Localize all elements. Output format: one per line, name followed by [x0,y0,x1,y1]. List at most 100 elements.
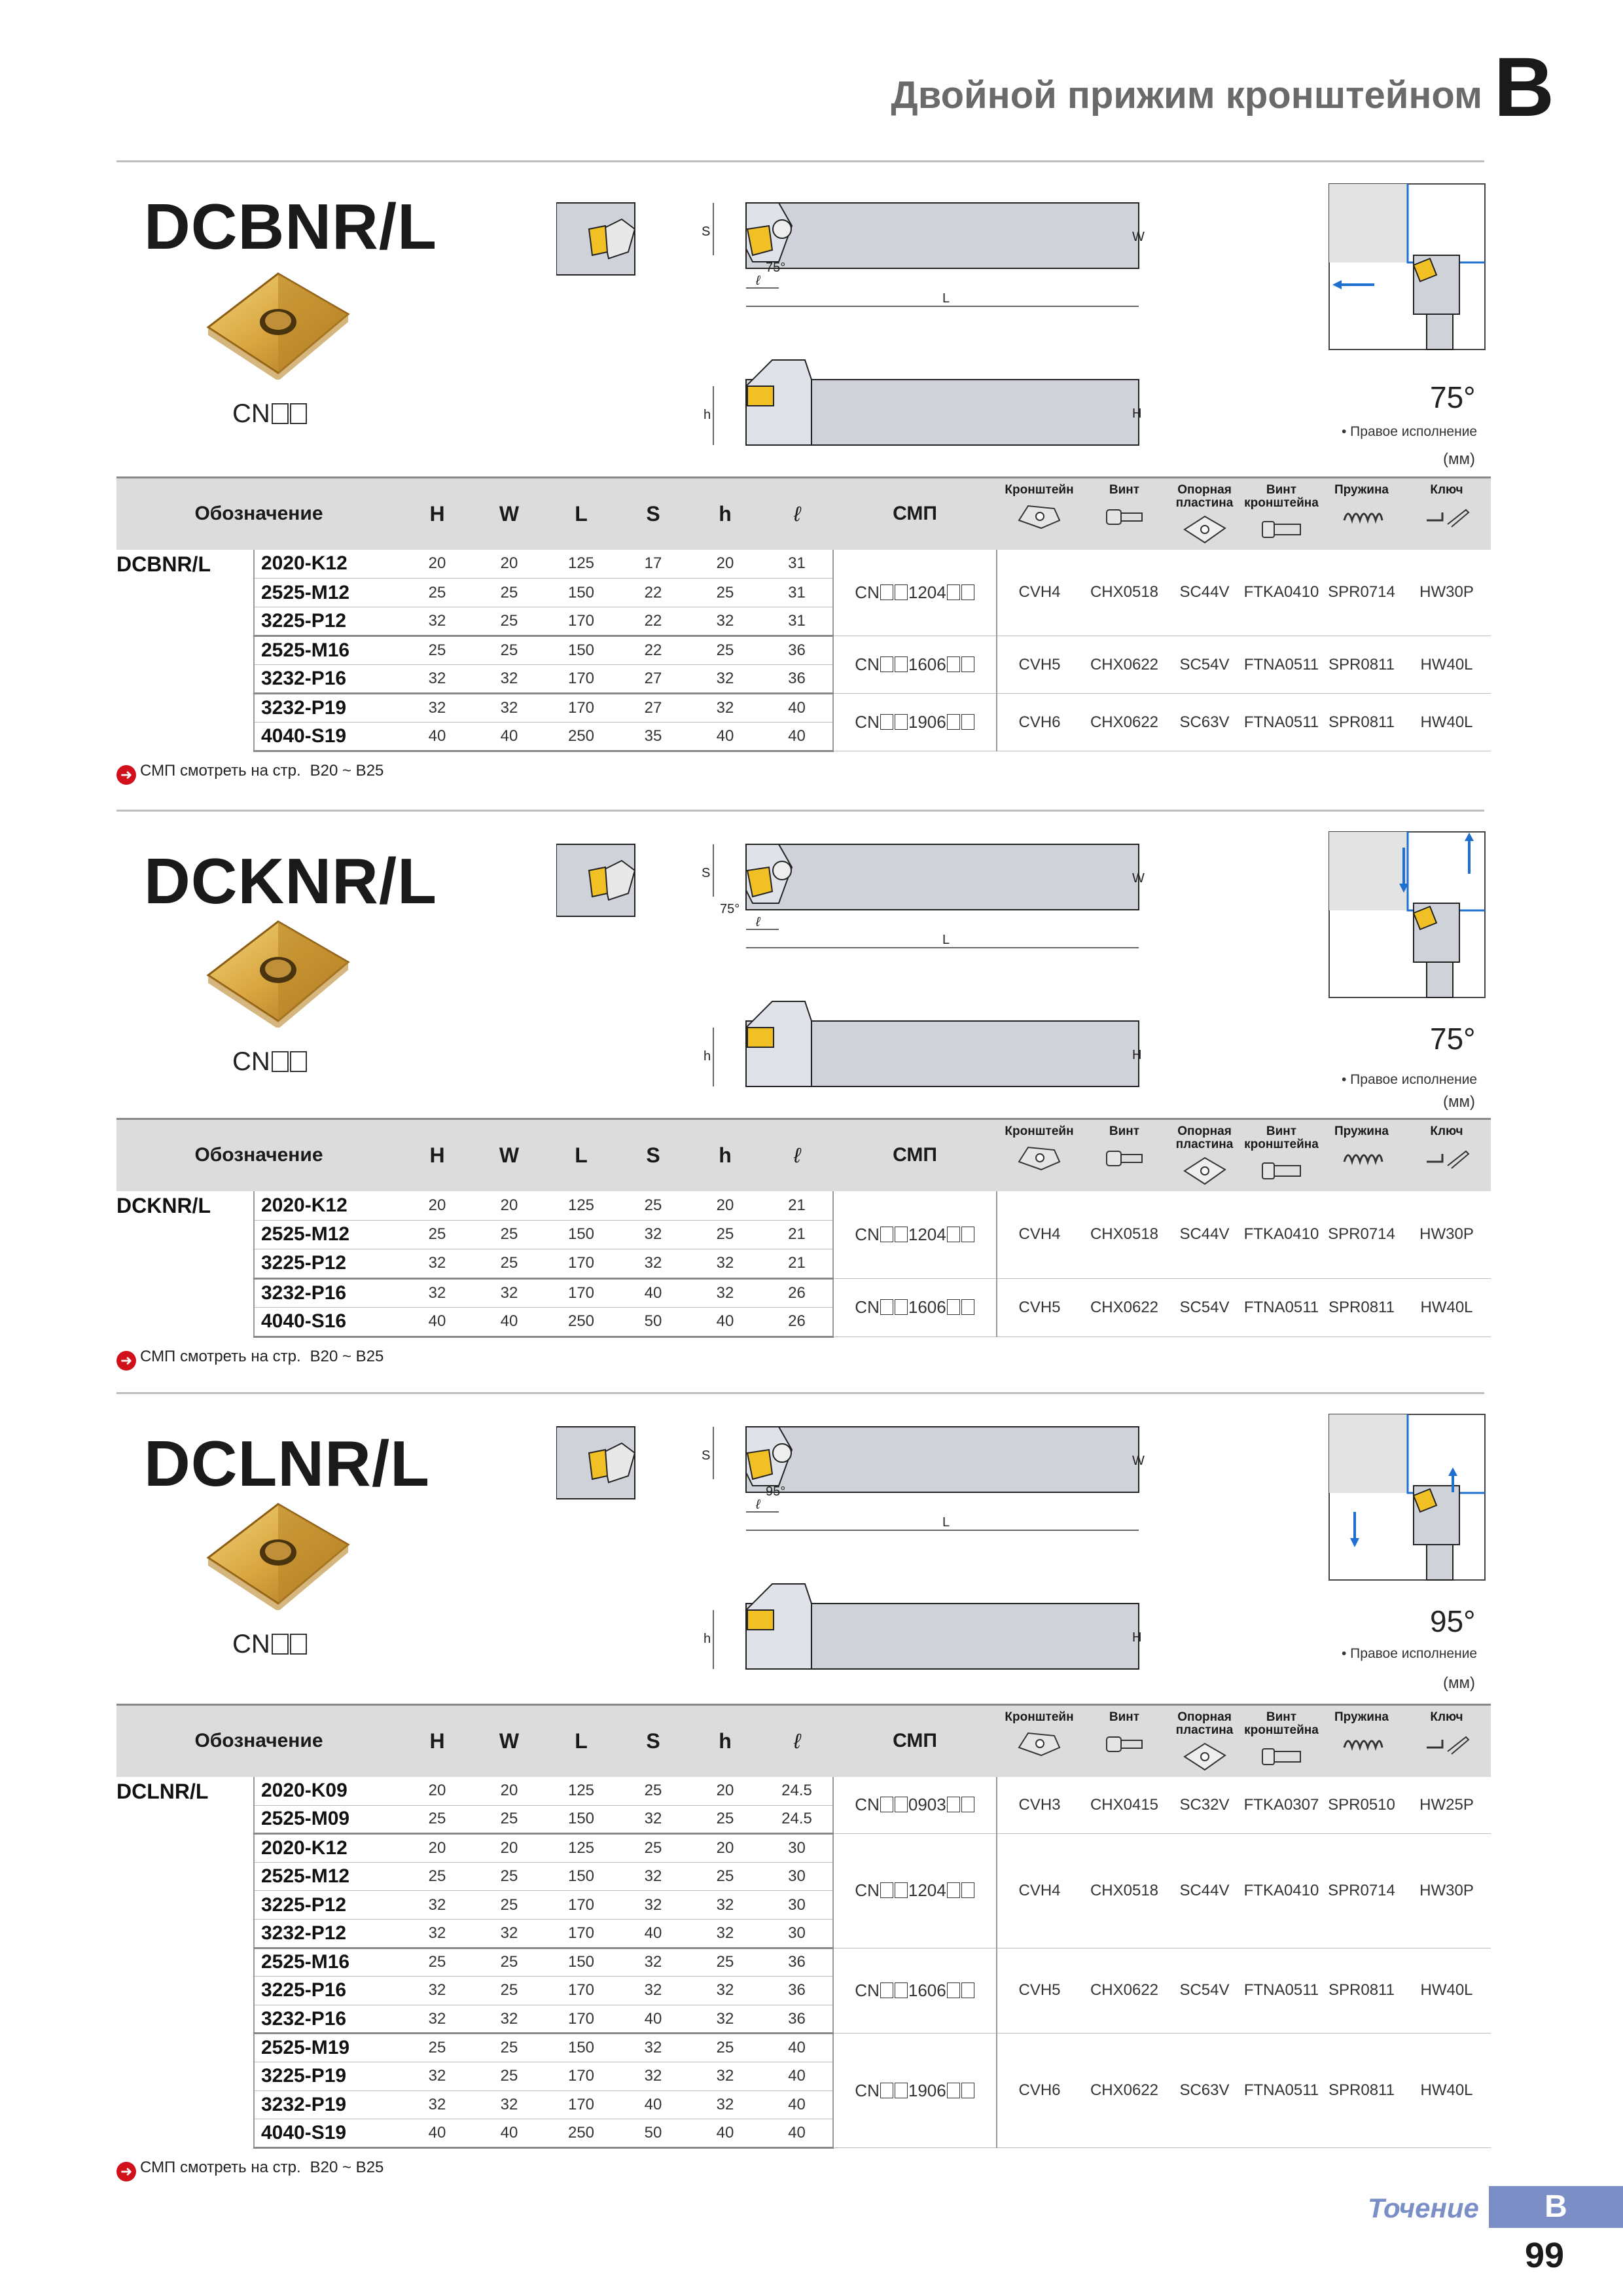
blank-box [946,1797,960,1813]
svg-text:L: L [942,933,950,947]
model-code: 3225-P19 [253,2062,401,2091]
dim-value: 40 [617,1278,689,1308]
model-code: 3232-P16 [253,664,401,694]
dim-value: 40 [617,1919,689,1949]
page-header-title: Двойной прижим кронштейном [891,74,1482,117]
part-icon [1168,1741,1241,1772]
col-S: S [617,1118,689,1191]
dim-value: 32 [473,693,545,723]
dim-value: 20 [689,1776,761,1806]
col-insert: СМП [833,1704,997,1777]
dim-value: 36 [761,664,833,694]
dim-value: 21 [761,1191,833,1221]
dim-value: 22 [617,636,689,665]
part-code: CHX0622 [1082,1278,1167,1337]
blank-box [946,1882,960,1899]
part-icon [1082,501,1166,532]
dim-value: 32 [473,664,545,694]
arrow-right-icon: ➜ [116,2161,136,2181]
dim-value: 30 [761,1833,833,1863]
part-label: Кронштейн [1005,1124,1074,1138]
part-icon [1403,1142,1490,1174]
part-icon [1243,514,1320,545]
part-code: HW40L [1402,1948,1491,2034]
col-L: L [545,1704,617,1777]
units-label: (мм) [1443,1674,1475,1692]
blank-box [961,656,974,672]
part-code: HW40L [1402,636,1491,694]
dim-value: 20 [689,1191,761,1221]
blank-box [961,1882,974,1899]
dim-value: 25 [689,1220,761,1249]
blank-box [961,1797,974,1813]
part-code: SC44V [1167,1833,1242,1948]
dim-value: 40 [761,722,833,752]
part-icon [1168,514,1241,545]
part-code: CVH4 [996,549,1082,636]
family-name: DCLNR/L [116,1779,209,1803]
svg-text:95°: 95° [766,1484,785,1499]
dim-value: 25 [689,636,761,665]
part-code: SPR0811 [1321,1948,1402,2034]
col-part: Винт [1082,476,1167,550]
dim-value: 25 [689,1805,761,1835]
operation-diagram [1329,1414,1486,1584]
col-part: Ключ [1402,1704,1491,1777]
part-code: SC63V [1167,2033,1242,2148]
dim-value: 170 [545,1976,617,2005]
part-code: CHX0518 [1082,1191,1167,1279]
dim-value: 20 [473,1776,545,1806]
dim-value: 27 [617,693,689,723]
section-divider [116,810,1484,812]
col-designation: Обозначение [116,476,401,550]
dim-value: 32 [473,1278,545,1308]
blank-box [961,714,974,730]
blank-box [880,1982,893,1998]
part-code: SC63V [1167,693,1242,751]
dim-value: 32 [689,607,761,637]
model-code: 2525-M12 [253,578,401,607]
dim-value: 25 [473,1862,545,1892]
dim-value: 170 [545,1278,617,1308]
model-code: 2525-M09 [253,1805,401,1835]
dim-value: 22 [617,578,689,607]
blank-box [961,1299,974,1315]
part-code: SPR0811 [1321,693,1402,751]
model-code: 4040-S19 [253,2119,401,2149]
svg-text:S: S [702,1448,710,1463]
dim-value: 32 [401,2005,473,2035]
part-label: Винт кронштейна [1244,1124,1319,1151]
part-label: Кронштейн [1005,483,1074,497]
tool-code-title: DCKNR/L [144,845,437,917]
dim-value: 20 [473,1191,545,1221]
dim-value: 25 [689,2033,761,2062]
svg-text:75°: 75° [766,260,785,275]
dim-value: 40 [761,2033,833,2062]
dim-value: 32 [617,1220,689,1249]
part-label: Кронштейн [1005,1710,1074,1724]
dim-value: 27 [617,664,689,694]
dim-value: 25 [473,607,545,637]
part-code: CHX0622 [1082,2033,1167,2148]
model-code: 2020-K12 [253,1191,401,1221]
dim-value: 25 [617,1191,689,1221]
dim-value: 25 [401,1805,473,1835]
part-code: HW40L [1402,1278,1491,1337]
dim-value: 40 [689,722,761,752]
part-label: Винт кронштейна [1244,1710,1319,1737]
dim-value: 32 [401,1919,473,1949]
dim-value: 25 [617,1776,689,1806]
dim-value: 25 [401,1948,473,1977]
insert-type-label: CN [232,399,307,429]
dim-value: 32 [689,2005,761,2035]
part-icon [1082,1142,1166,1174]
part-code: CHX0622 [1082,1948,1167,2034]
dim-value: 170 [545,607,617,637]
